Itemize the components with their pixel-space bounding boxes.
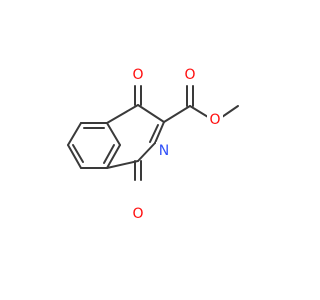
bond: [106, 122, 121, 146]
label-background: [130, 205, 146, 223]
bond: [103, 144, 115, 164]
bond: [221, 105, 239, 118]
label-background: [182, 66, 198, 84]
label-background: [207, 111, 223, 129]
label-background: [156, 142, 172, 160]
bond: [106, 144, 121, 169]
oxygen-atom-label: O: [132, 67, 143, 83]
bond: [72, 144, 84, 163]
bond: [106, 104, 139, 124]
molecule-structure: O O N O O: [67, 66, 239, 223]
nitrogen-atom-label: N: [159, 143, 169, 159]
bond: [67, 144, 82, 169]
oxygen-atom-label: O: [132, 206, 143, 222]
bond: [106, 160, 139, 169]
atom-label-layer: O O N O O: [130, 66, 223, 223]
bond: [149, 124, 159, 143]
bond: [137, 104, 165, 123]
bond: [137, 142, 156, 162]
label-background: [130, 66, 146, 84]
bond-layer: [67, 85, 239, 181]
bond: [163, 105, 191, 123]
oxygen-atom-label: O: [209, 112, 220, 128]
bond: [67, 122, 82, 146]
oxygen-atom-label: O: [184, 67, 195, 83]
bond: [189, 105, 209, 118]
bond: [154, 121, 165, 144]
